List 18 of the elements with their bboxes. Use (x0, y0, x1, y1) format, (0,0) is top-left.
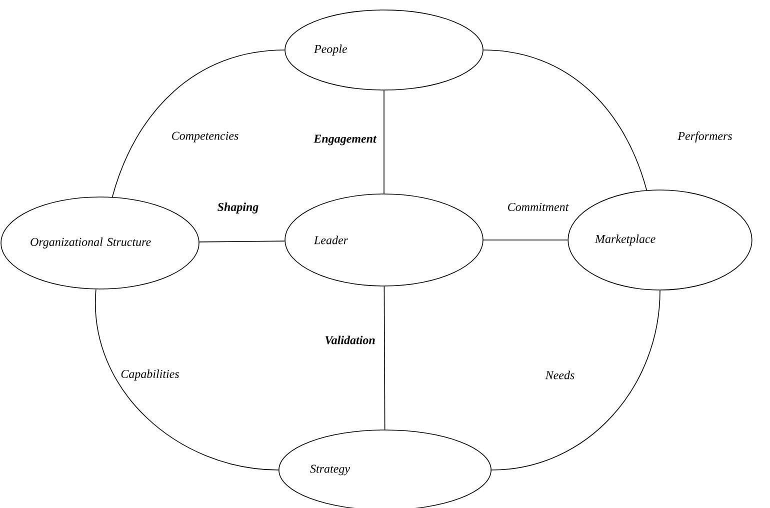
edge-label: Engagement (312, 134, 378, 146)
edge-label: Validation (324, 334, 376, 346)
connector-line (384, 286, 386, 430)
connector-line (198, 240, 286, 242)
edge-label: Competencies (170, 130, 240, 144)
ellipse-node: People (284, 10, 484, 90)
edge-label: Shaping (216, 202, 260, 214)
ellipse-node: Marketplace (568, 190, 752, 290)
connector-line (483, 50, 648, 191)
connector-line (95, 288, 279, 470)
edge-label: Performers (676, 130, 734, 144)
ellipse-node: Organizational Structure (0, 196, 200, 290)
connector-line (112, 50, 285, 198)
ellipse-node: Leader (284, 194, 484, 286)
edge-label: Capabilities (120, 368, 180, 382)
edge-label: Needs (544, 370, 576, 380)
edge-label: Commitment (506, 202, 570, 212)
connector-line (491, 290, 660, 470)
